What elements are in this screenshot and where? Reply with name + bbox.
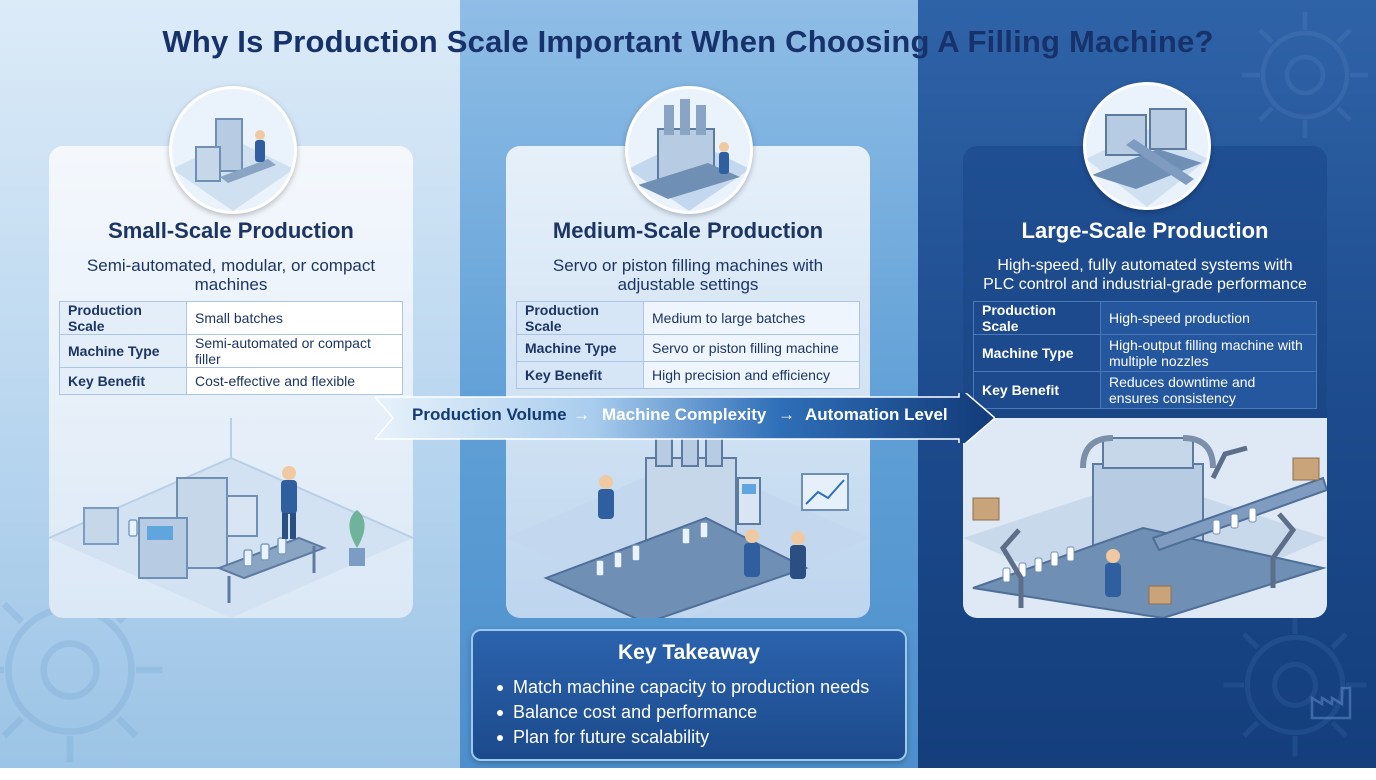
- filling-machine-icon: [172, 118, 294, 211]
- table-row: Production Scale High-speed production: [973, 301, 1317, 335]
- spec-key: Production Scale: [516, 301, 644, 335]
- key-takeaway-box: Key Takeaway Match machine capacity to p…: [471, 629, 907, 761]
- spec-table: Production Scale High-speed production M…: [973, 301, 1317, 409]
- table-row: Production Scale Medium to large batches: [516, 301, 860, 335]
- spec-value: Medium to large batches: [643, 301, 860, 335]
- medium-machine-medallion: [625, 86, 753, 214]
- card-small-scale: Small-Scale Production Semi-automated, m…: [49, 146, 413, 618]
- spec-value: Cost-effective and flexible: [186, 367, 403, 395]
- spec-key: Machine Type: [516, 334, 644, 362]
- spec-value: High precision and efficiency: [643, 361, 860, 389]
- page-title: Why Is Production Scale Important When C…: [162, 24, 1214, 59]
- table-row: Machine Type High-output filling machine…: [973, 334, 1317, 372]
- medium-factory-illustration: [506, 427, 870, 618]
- worker-icon: [1105, 549, 1121, 597]
- card-description: High-speed, fully automated systems with…: [983, 257, 1307, 293]
- spec-value: Servo or piston filling machine: [643, 334, 860, 362]
- card-title: Large-Scale Production: [1021, 218, 1269, 243]
- factory-icon: [1310, 686, 1352, 720]
- spec-table: Production Scale Small batches Machine T…: [59, 301, 403, 395]
- flow-step-automation-level: Automation Level: [805, 405, 948, 424]
- bullet-icon: [497, 710, 503, 717]
- list-item: Plan for future scalability: [497, 725, 869, 750]
- conveyor-icon: [972, 476, 1327, 618]
- spec-key: Key Benefit: [59, 367, 187, 395]
- scale-progression-arrow: Production Volume → Machine Complexity →…: [375, 393, 995, 443]
- card-title: Medium-Scale Production: [552, 218, 824, 243]
- spec-key: Production Scale: [973, 301, 1101, 335]
- chart-icon: [801, 473, 849, 511]
- spec-value: High-speed production: [1100, 301, 1317, 335]
- table-row: Machine Type Semi-automated or compact f…: [59, 334, 403, 368]
- bullet-icon: [497, 735, 503, 742]
- box-icon: [972, 457, 1320, 605]
- large-machine-medallion: [1083, 82, 1211, 210]
- spec-key: Key Benefit: [516, 361, 644, 389]
- list-item: Match machine capacity to production nee…: [497, 675, 869, 700]
- spec-value: Reduces downtime and ensures consistency: [1100, 371, 1317, 409]
- flow-step-machine-complexity: Machine Complexity: [602, 405, 767, 424]
- small-machine-medallion: [169, 86, 297, 214]
- card-medium-scale: Medium-Scale Production Servo or piston …: [506, 146, 870, 618]
- spec-value: High-output filling machine with multipl…: [1100, 334, 1317, 372]
- card-title: Small-Scale Production: [108, 218, 354, 243]
- list-item: Balance cost and performance: [497, 700, 869, 725]
- table-row: Key Benefit High precision and efficienc…: [516, 361, 860, 389]
- gear-icon: [1223, 613, 1367, 757]
- card-description: Servo or piston filling machines with ad…: [552, 256, 824, 294]
- takeaway-title: Key Takeaway: [617, 641, 761, 664]
- filling-machine-icon: [628, 99, 750, 211]
- takeaway-point: Plan for future scalability: [513, 727, 710, 747]
- flow-step-production-volume: Production Volume: [412, 405, 567, 424]
- bullet-icon: [497, 685, 503, 692]
- arrow-right-icon: →: [573, 405, 590, 424]
- gear-icon: [1242, 12, 1368, 138]
- spec-key: Production Scale: [59, 301, 187, 335]
- takeaway-list: Match machine capacity to production nee…: [497, 675, 869, 750]
- spec-value: Small batches: [186, 301, 403, 335]
- worker-icon: [281, 466, 297, 539]
- table-row: Key Benefit Reduces downtime and ensures…: [973, 371, 1317, 409]
- arrow-icon: [375, 393, 995, 443]
- card-description: Semi-automated, modular, or compact mach…: [86, 256, 376, 294]
- filling-machine-icon: [138, 477, 258, 579]
- large-factory-illustration: [963, 418, 1327, 618]
- robot-arm-icon: [999, 445, 1297, 608]
- table-row: Production Scale Small batches: [59, 301, 403, 335]
- spec-key: Machine Type: [59, 334, 187, 368]
- small-factory-illustration: [49, 418, 413, 618]
- worker-icon: [598, 475, 806, 579]
- plant-icon: [349, 510, 365, 566]
- spec-table: Production Scale Medium to large batches…: [516, 301, 860, 389]
- spec-key: Machine Type: [973, 334, 1101, 372]
- table-row: Key Benefit Cost-effective and flexible: [59, 367, 403, 395]
- takeaway-point: Match machine capacity to production nee…: [513, 677, 870, 697]
- table-row: Machine Type Servo or piston filling mac…: [516, 334, 860, 362]
- arrow-right-icon: →: [778, 405, 795, 424]
- takeaway-point: Balance cost and performance: [513, 702, 758, 722]
- filling-machine-icon: [1086, 108, 1208, 207]
- spec-value: Semi-automated or compact filler: [186, 334, 403, 368]
- card-large-scale: Large-Scale Production High-speed, fully…: [963, 146, 1327, 618]
- conveyor-icon: [216, 536, 327, 603]
